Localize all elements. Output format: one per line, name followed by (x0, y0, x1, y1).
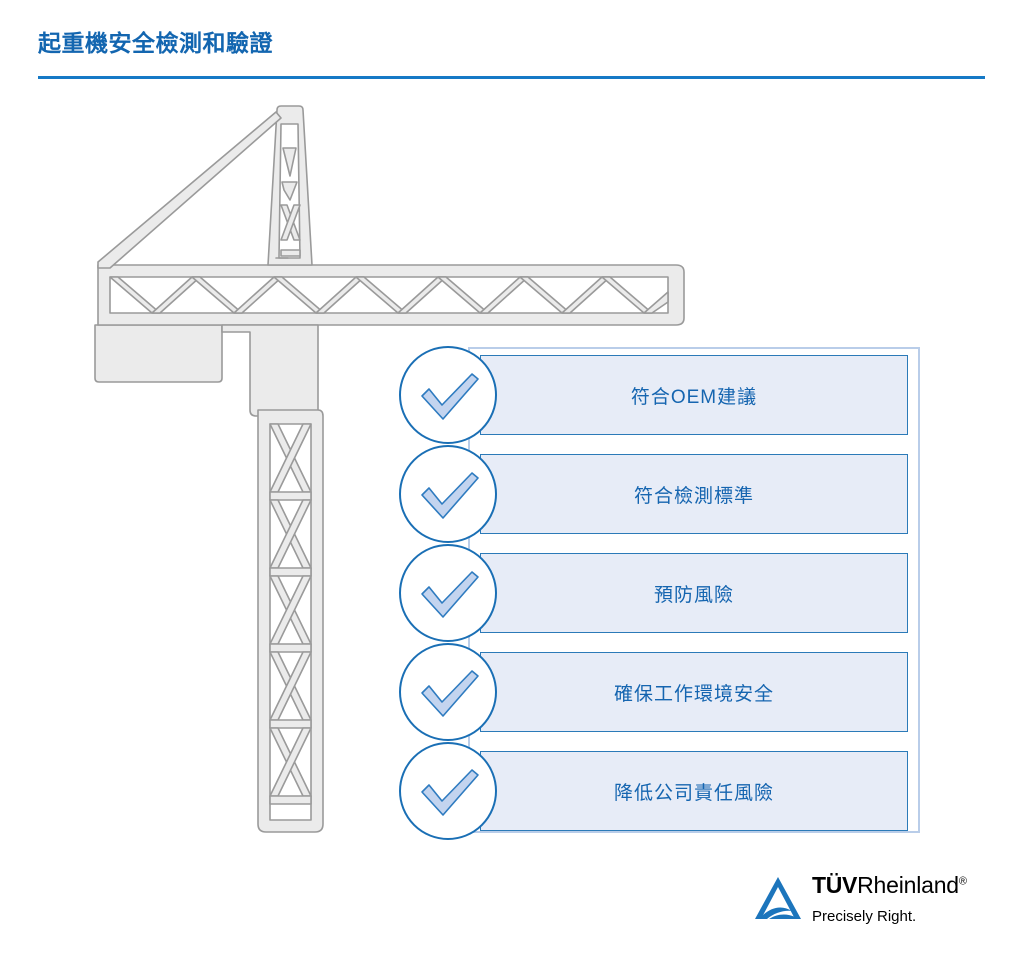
checklist-item-box[interactable]: 預防風險 (480, 553, 908, 633)
list-item[interactable]: 預防風險 (396, 544, 912, 642)
check-circle-icon (399, 445, 497, 543)
logo-tagline: Precisely Right. (812, 908, 917, 925)
check-circle-icon (399, 346, 497, 444)
crane-boom-stay (97, 111, 282, 269)
checklist-item-box[interactable]: 符合檢測標準 (480, 454, 908, 534)
checklist-item-label: 預防風險 (653, 584, 734, 606)
crane-tower-head-xbrace (280, 256, 302, 300)
crane-mast-outline (257, 409, 324, 833)
tuv-rheinland-triangle-icon (755, 877, 801, 919)
checklist-item-label: 確保工作環境安全 (613, 683, 774, 705)
crane-mast-xbraces (269, 423, 312, 805)
check-circle-icon (399, 544, 497, 642)
list-item[interactable]: 確保工作環境安全 (396, 643, 912, 741)
list-item[interactable]: 符合OEM建議 (396, 346, 912, 444)
checklist-item-box[interactable]: 確保工作環境安全 (480, 652, 908, 732)
checklist-item-box[interactable]: 降低公司責任風險 (480, 751, 908, 831)
checklist-item-box[interactable]: 符合OEM建議 (480, 355, 908, 435)
check-circle-icon (399, 643, 497, 741)
check-circle-icon (399, 742, 497, 840)
crane-house-web (258, 404, 300, 412)
checklist-item-label: 符合檢測標準 (633, 485, 754, 507)
logo-wordmark: TÜVRheinland® (812, 874, 967, 897)
registered-trademark-icon: ® (958, 875, 967, 888)
logo-tuv-text: TÜV (812, 872, 858, 898)
page-title: 起重機安全檢測和驗證 (38, 30, 273, 56)
brand-logo: TÜVRheinland® Precisely Right. (752, 872, 992, 934)
crane-machinery-house (221, 324, 319, 417)
crane-jib-web (109, 276, 669, 314)
logo-rheinland-text: Rheinland (857, 872, 959, 898)
crane-tower-head (267, 105, 313, 266)
crane-tower-head-web (275, 147, 301, 259)
crane-jib-outline (97, 264, 685, 326)
checklist: 符合OEM建議 符合檢測標準 預防風險 確保工作環境安全 (396, 346, 912, 840)
title-divider (38, 76, 985, 79)
list-item[interactable]: 降低公司責任風險 (396, 742, 912, 840)
list-item[interactable]: 符合檢測標準 (396, 445, 912, 543)
crane-counterweight (94, 324, 223, 383)
checklist-item-label: 降低公司責任風險 (613, 782, 774, 804)
checklist-item-label: 符合OEM建議 (630, 386, 758, 408)
